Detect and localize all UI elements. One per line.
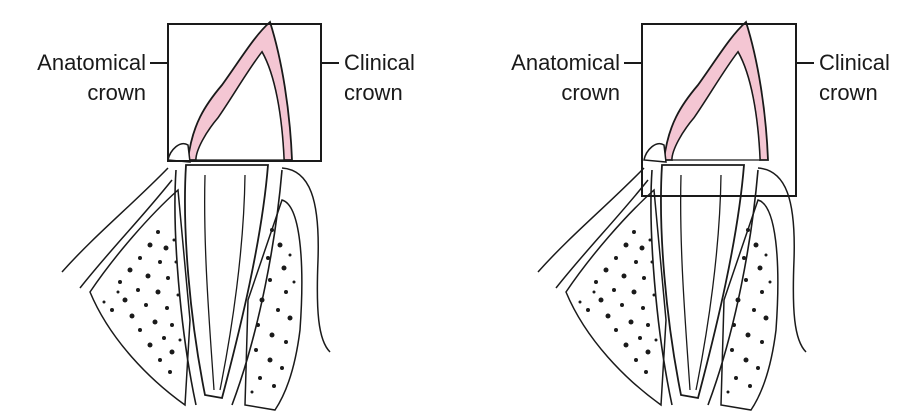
anatomical-crown-label: Anatomical crown xyxy=(0,48,146,108)
anatomical-clinical-crown-box xyxy=(641,23,797,197)
clinical-label-line2: crown xyxy=(819,80,878,105)
clinical-crown-box xyxy=(167,23,322,162)
clinical-crown-label: Clinical crown xyxy=(344,48,415,108)
anatomical-label-line2: crown xyxy=(561,80,620,105)
anatomical-label-line2: crown xyxy=(87,80,146,105)
clinical-label-line1: Clinical xyxy=(819,50,890,75)
panel-1 xyxy=(61,21,339,411)
clinical-label-line2: crown xyxy=(344,80,403,105)
panel-2 xyxy=(537,21,814,411)
clinical-crown-label: Clinical crown xyxy=(819,48,890,108)
anatomical-crown-label: Anatomical crown xyxy=(474,48,620,108)
clinical-label-line1: Clinical xyxy=(344,50,415,75)
anatomical-label-line1: Anatomical xyxy=(37,50,146,75)
anatomical-label-line1: Anatomical xyxy=(511,50,620,75)
